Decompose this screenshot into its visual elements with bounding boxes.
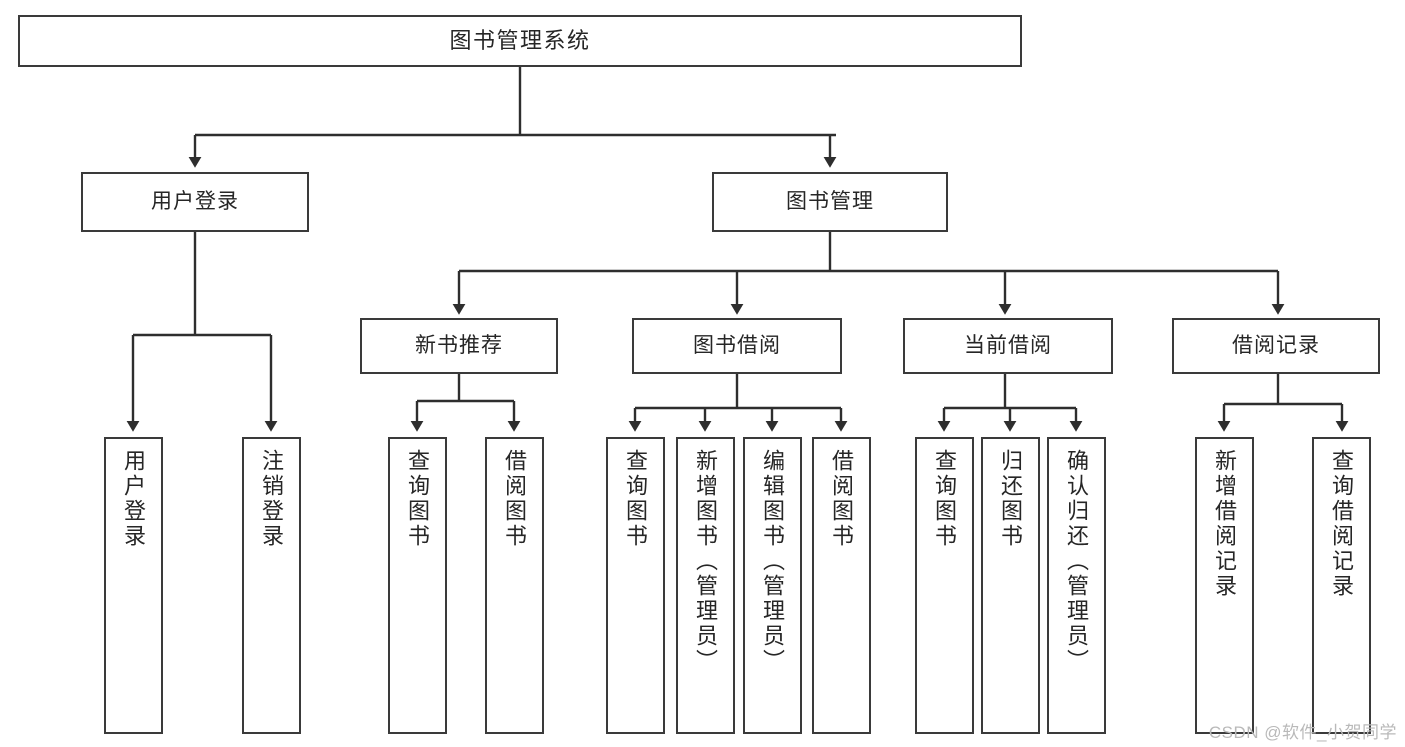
node-label: 借阅记录	[1232, 333, 1320, 357]
node-label: 用户登录	[121, 449, 147, 549]
leaf-query-borrow-record[interactable]: 查询借阅记录	[1312, 437, 1371, 734]
leaf-return-book[interactable]: 归还图书	[981, 437, 1040, 734]
node-user-login[interactable]: 用户登录	[81, 172, 309, 232]
leaf-query-book-current[interactable]: 查询图书	[915, 437, 974, 734]
node-new-book-recommendation[interactable]: 新书推荐	[360, 318, 558, 374]
node-label: 查询图书	[405, 449, 431, 549]
node-book-management[interactable]: 图书管理	[712, 172, 948, 232]
node-label: 注销登录	[259, 449, 285, 549]
node-root-book-management-system[interactable]: 图书管理系统	[18, 15, 1022, 67]
node-label: 用户登录	[151, 189, 239, 213]
node-label: 图书借阅	[693, 333, 781, 357]
node-label: 编辑图书（管理员）	[760, 449, 786, 674]
node-book-borrow[interactable]: 图书借阅	[632, 318, 842, 374]
node-label: 借阅图书	[502, 449, 528, 549]
leaf-logout[interactable]: 注销登录	[242, 437, 301, 734]
node-borrow-record[interactable]: 借阅记录	[1172, 318, 1380, 374]
node-current-borrow[interactable]: 当前借阅	[903, 318, 1113, 374]
leaf-add-book-admin[interactable]: 新增图书（管理员）	[676, 437, 735, 734]
node-label: 新增借阅记录	[1212, 449, 1238, 599]
node-label: 查询图书	[623, 449, 649, 549]
node-label: 新增图书（管理员）	[693, 449, 719, 674]
leaf-add-borrow-record[interactable]: 新增借阅记录	[1195, 437, 1254, 734]
node-label: 归还图书	[998, 449, 1024, 549]
leaf-borrow-book[interactable]: 借阅图书	[812, 437, 871, 734]
node-label: 图书管理	[786, 189, 874, 213]
leaf-query-book-recommend[interactable]: 查询图书	[388, 437, 447, 734]
leaf-confirm-return-admin[interactable]: 确认归还（管理员）	[1047, 437, 1106, 734]
node-label: 查询借阅记录	[1329, 449, 1355, 599]
csdn-watermark: CSDN @软件_小贺同学	[1208, 723, 1397, 742]
node-label: 确认归还（管理员）	[1064, 449, 1090, 674]
node-label: 查询图书	[932, 449, 958, 549]
leaf-edit-book-admin[interactable]: 编辑图书（管理员）	[743, 437, 802, 734]
node-label: 新书推荐	[415, 333, 503, 357]
node-label: 借阅图书	[829, 449, 855, 549]
node-label: 图书管理系统	[449, 28, 591, 54]
node-label: 当前借阅	[964, 333, 1052, 357]
leaf-query-book-borrow[interactable]: 查询图书	[606, 437, 665, 734]
leaf-user-login[interactable]: 用户登录	[104, 437, 163, 734]
leaf-borrow-book-recommend[interactable]: 借阅图书	[485, 437, 544, 734]
